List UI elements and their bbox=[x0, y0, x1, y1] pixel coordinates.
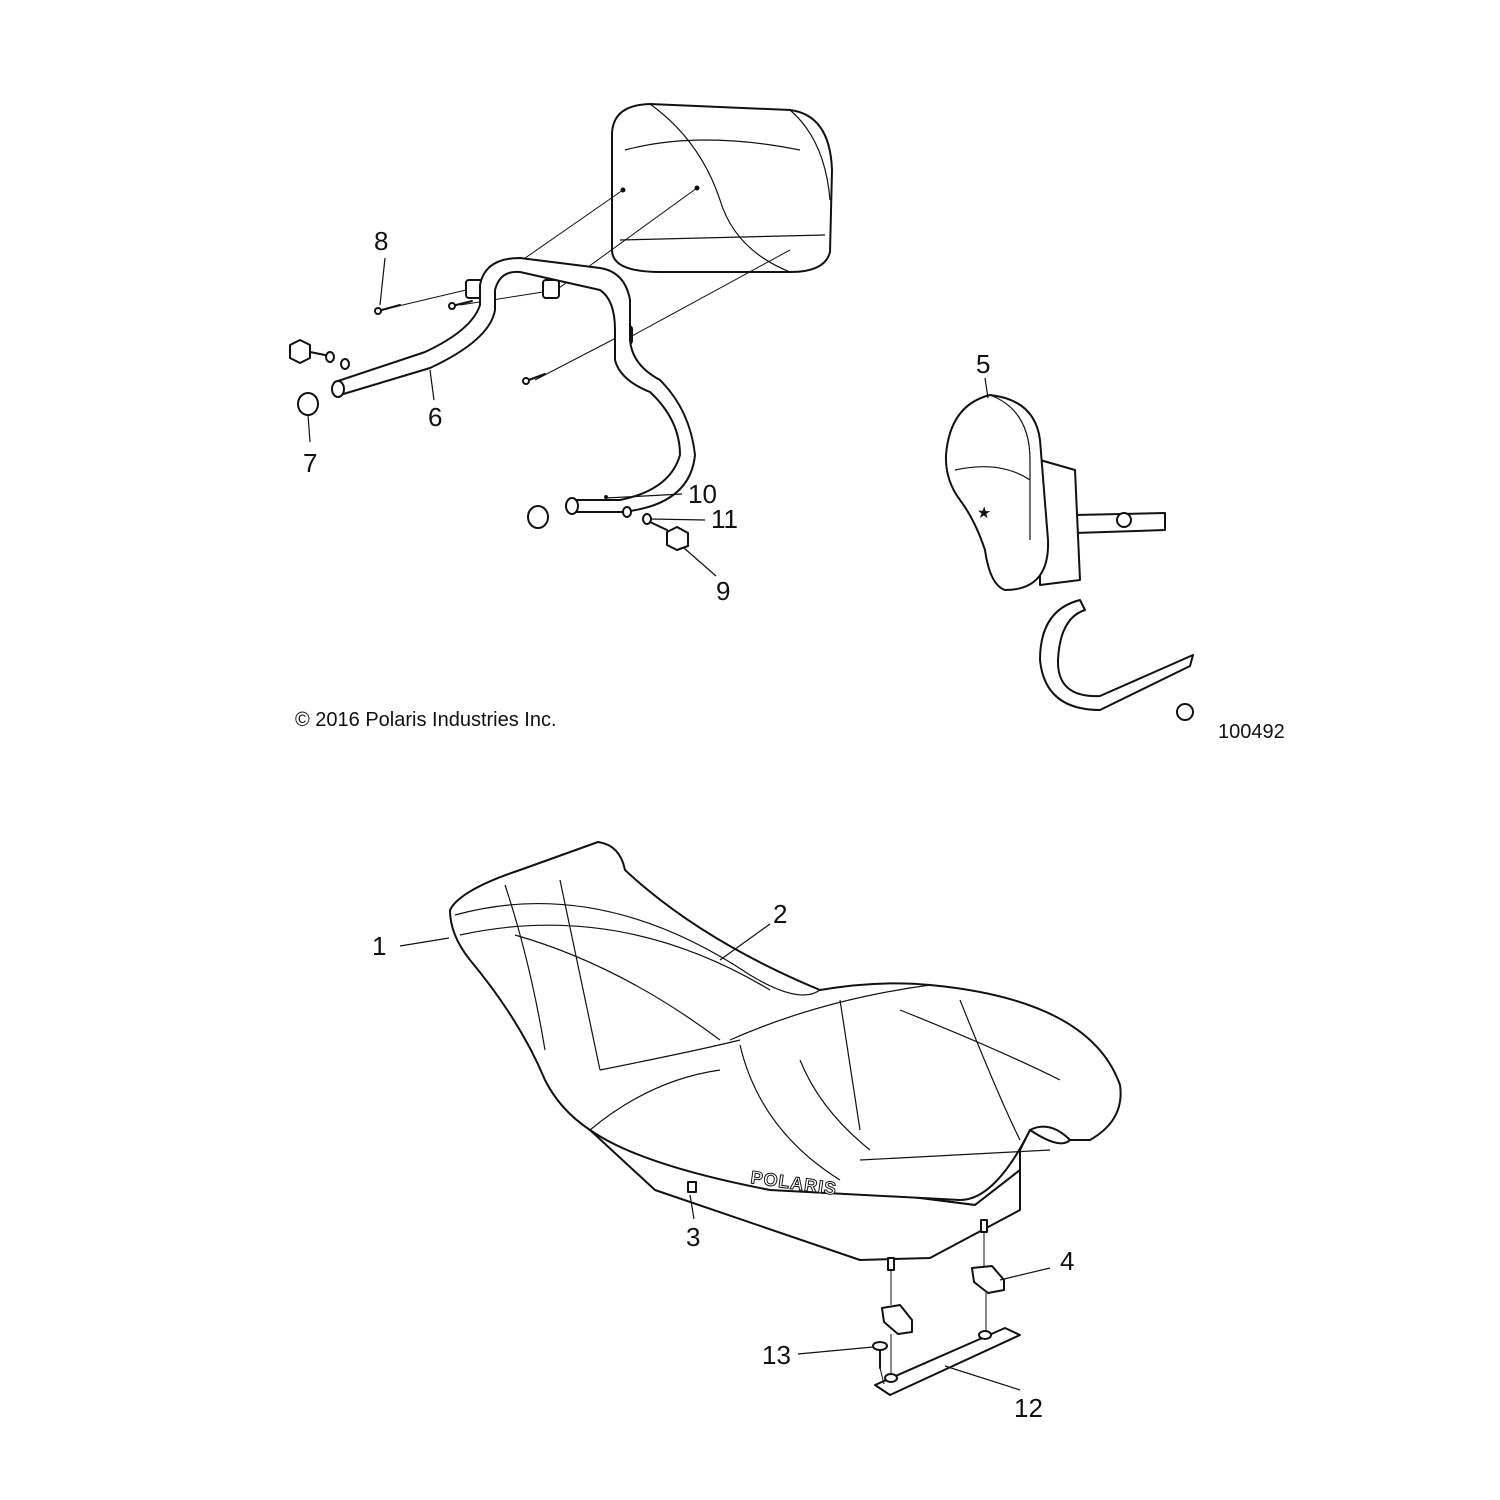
callout-9: 9 bbox=[716, 576, 730, 606]
callout-11: 11 bbox=[711, 504, 738, 534]
copyright-notice: © 2016 Polaris Industries Inc. bbox=[295, 709, 557, 731]
callout-13: 13 bbox=[762, 1340, 791, 1370]
assembled-backrest-view: ★ bbox=[944, 394, 1194, 721]
callout-5: 5 bbox=[976, 349, 990, 379]
callout-4: 4 bbox=[1060, 1246, 1074, 1276]
callout-12: 12 bbox=[1014, 1393, 1043, 1423]
callout-labels: 1 2 3 4 5 6 7 8 9 10 11 12 13 bbox=[303, 226, 1074, 1423]
screws bbox=[374, 300, 546, 385]
mounting-plate bbox=[874, 1327, 1021, 1396]
leader-lines bbox=[307, 257, 1051, 1391]
right-knob-hardware bbox=[527, 505, 689, 551]
seat-latches bbox=[881, 1232, 1005, 1373]
diagram-number: 100492 bbox=[1218, 721, 1285, 743]
left-knob-hardware bbox=[289, 339, 350, 416]
svg-text:★: ★ bbox=[975, 505, 994, 522]
callout-8: 8 bbox=[374, 226, 388, 256]
callout-7: 7 bbox=[303, 448, 317, 478]
callout-3: 3 bbox=[686, 1222, 700, 1252]
backrest-support-bar bbox=[331, 257, 696, 515]
backrest-assembly bbox=[289, 103, 833, 551]
backrest-pad bbox=[611, 103, 833, 273]
callout-6: 6 bbox=[428, 402, 442, 432]
callout-1: 1 bbox=[372, 931, 386, 961]
screw-13 bbox=[872, 1341, 888, 1385]
callout-2: 2 bbox=[773, 899, 787, 929]
seat-assembly: POLARIS bbox=[449, 841, 1122, 1271]
callout-10: 10 bbox=[688, 479, 717, 509]
